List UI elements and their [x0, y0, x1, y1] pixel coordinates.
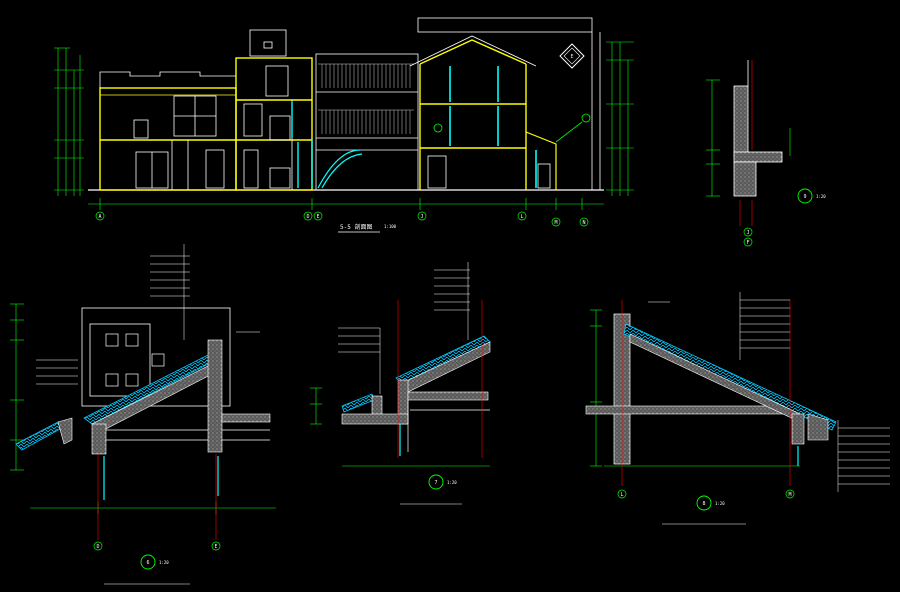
section-5-5: E A — [54, 17, 634, 233]
detail-9-slab — [733, 151, 783, 163]
detail-6-parapet — [221, 413, 271, 423]
emblem-seal-text: E — [570, 54, 573, 60]
right-dimension-chain — [606, 41, 634, 196]
atrium-block — [315, 53, 419, 191]
right-block-columns — [449, 66, 537, 188]
axis-label-d: D — [306, 214, 309, 220]
detail-6-axis-d: D — [96, 544, 99, 550]
detail-9: J F 9 1:20 — [706, 60, 826, 247]
section-scale: 1:100 — [384, 224, 397, 229]
detail-7-main-roof — [395, 335, 491, 385]
detail-6-small-roof — [15, 421, 63, 451]
section-bottom-dimension — [88, 198, 604, 210]
detail-6-column-left — [91, 423, 107, 455]
detail-6-bubble — [140, 554, 156, 570]
detail-9-axis-f: F — [746, 240, 749, 246]
detail-7-leader-lines — [338, 262, 470, 394]
detail-9-bubble — [797, 188, 813, 204]
detail-9-footing — [733, 161, 757, 197]
tower-windows — [243, 65, 293, 190]
tower-top — [249, 29, 287, 57]
left-block-windows — [133, 95, 225, 190]
detail-7-slab — [399, 341, 491, 393]
detail-7-number: 7 — [434, 480, 437, 486]
detail-6-axis-e: E — [214, 544, 217, 550]
axis-label-m: M — [554, 220, 557, 226]
detail-8-gutter — [807, 413, 829, 441]
detail-6-windows — [105, 333, 165, 387]
detail-9-axis-j: J — [746, 230, 749, 236]
left-block-parapet — [99, 71, 237, 88]
detail-9-number: 9 — [803, 194, 806, 200]
detail-8-leader-lines — [648, 292, 890, 492]
section-title-block: 5-5 剖面图 1:100 — [338, 223, 397, 233]
left-dimension-chain — [54, 47, 84, 196]
right-block-lean-to — [525, 131, 557, 190]
axis-label-n: N — [582, 220, 585, 226]
right-block-roof-outline — [409, 17, 601, 190]
axis-label-l: L — [520, 214, 523, 220]
atrium-balustrade-lower — [318, 109, 414, 134]
detail-6-column-right — [207, 339, 223, 453]
emblem-seal: E — [559, 43, 585, 69]
detail-7: 7 1:20 — [310, 262, 491, 505]
section-leader-bubbles — [433, 113, 591, 143]
detail-8-number: 8 — [702, 501, 705, 507]
detail-9-scale: 1:20 — [816, 194, 826, 199]
atrium-balustrade-upper — [318, 63, 414, 88]
detail-6: D E 6 1:20 — [10, 244, 276, 585]
detail-7-floor — [407, 391, 489, 401]
detail-8-bubble — [696, 495, 712, 511]
detail-7-bubble — [428, 474, 444, 490]
right-block — [419, 39, 527, 190]
middle-tower — [235, 57, 313, 191]
section-title: 5-5 剖面图 — [340, 223, 372, 231]
detail-8-column — [791, 413, 805, 445]
axis-label-e: E — [316, 214, 319, 220]
detail-6-number: 6 — [146, 560, 149, 566]
detail-7-small-roof — [341, 393, 375, 413]
section-axis-bubbles: A D E J L M N — [95, 211, 589, 227]
detail-8: L M 8 1:20 — [585, 292, 890, 525]
axis-label-j: J — [420, 214, 423, 220]
detail-9-wall — [733, 85, 749, 159]
atrium-stair — [317, 149, 363, 189]
right-block-doors — [427, 155, 551, 189]
detail-6-gutter — [57, 417, 73, 445]
detail-6-scale: 1:20 — [159, 560, 169, 565]
detail-7-scale: 1:20 — [447, 480, 457, 485]
detail-6-leader-lines — [36, 244, 260, 385]
detail-8-axis-l: L — [620, 492, 623, 498]
detail-6-slab — [91, 361, 217, 433]
detail-8-axis-m: M — [788, 492, 791, 498]
detail-8-scale: 1:20 — [715, 501, 725, 506]
axis-label-a: A — [98, 214, 101, 220]
detail-8-roof — [623, 323, 837, 431]
tower-glass — [291, 102, 313, 188]
